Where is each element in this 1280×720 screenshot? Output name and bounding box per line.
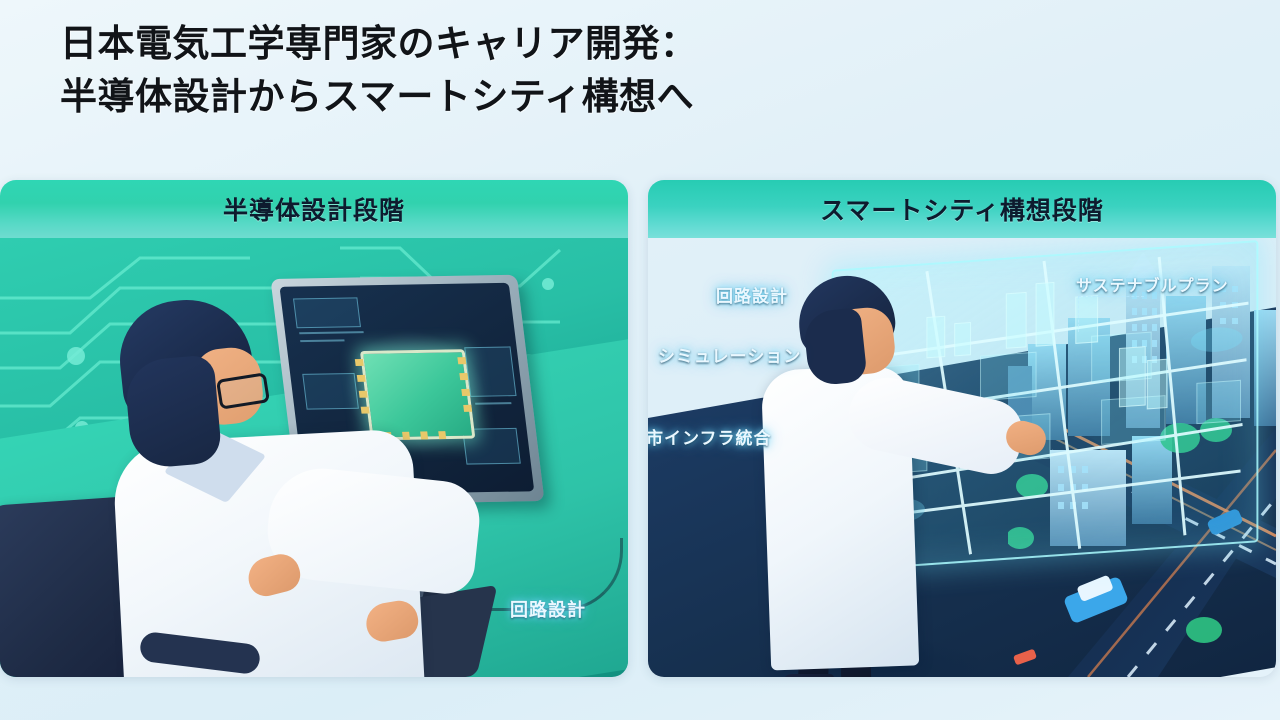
chip-pin — [402, 431, 411, 440]
chip-pin — [420, 431, 429, 440]
panel-right-scene: 回路設計 シミュレーション 都市インフラ統合 サステナブルプラン — [648, 238, 1276, 677]
panel-left-header: 半導体設計段階 — [0, 180, 628, 238]
chip-pin — [438, 431, 447, 440]
engineer-hair-front — [123, 354, 223, 470]
page-title-line-1: 日本電気工学専門家のキャリア開発： — [60, 22, 698, 65]
label-circuit-design-left: 回路設計 — [510, 600, 586, 621]
panel-semiconductor-design: 半導体設計段階 — [0, 180, 628, 677]
night-cityscape-icon — [1008, 252, 1276, 677]
label-urban-infra-integration: 都市インフラ統合 — [648, 429, 772, 449]
label-sustainable-plan: サステナブルプラン — [1076, 276, 1229, 295]
panel-smart-city-concept: スマートシティ構想段階 — [648, 180, 1276, 677]
chip-pin — [459, 373, 469, 381]
leader-line-sustainable-drop — [1078, 296, 1079, 332]
chip-pin — [461, 388, 471, 397]
page-title-line-2: 半導体設計からスマートシティ構想へ — [60, 74, 695, 118]
planner-shoe-left — [782, 674, 834, 677]
panel-left-header-title: 半導体設計段階 — [222, 196, 405, 225]
chip-pin — [457, 357, 467, 365]
label-circuit-design-right: 回路設計 — [716, 287, 788, 307]
cad-panel — [292, 297, 361, 329]
label-simulation: シミュレーション — [658, 347, 802, 367]
chip-pin — [358, 390, 368, 398]
chip-pin — [463, 404, 473, 412]
chip-pin — [360, 406, 370, 414]
leader-line-sustainable — [1078, 296, 1144, 297]
chip-pin — [356, 374, 366, 382]
panel-right-header: スマートシティ構想段階 — [648, 180, 1276, 238]
chip-pin — [354, 358, 364, 367]
panel-left-scene: 回路設計 — [0, 238, 628, 677]
panel-right-header-title: スマートシティ構想段階 — [820, 196, 1104, 225]
page-title: 日本電気工学専門家のキャリア開発： 半導体設計からスマートシティ構想へ — [60, 18, 1220, 123]
